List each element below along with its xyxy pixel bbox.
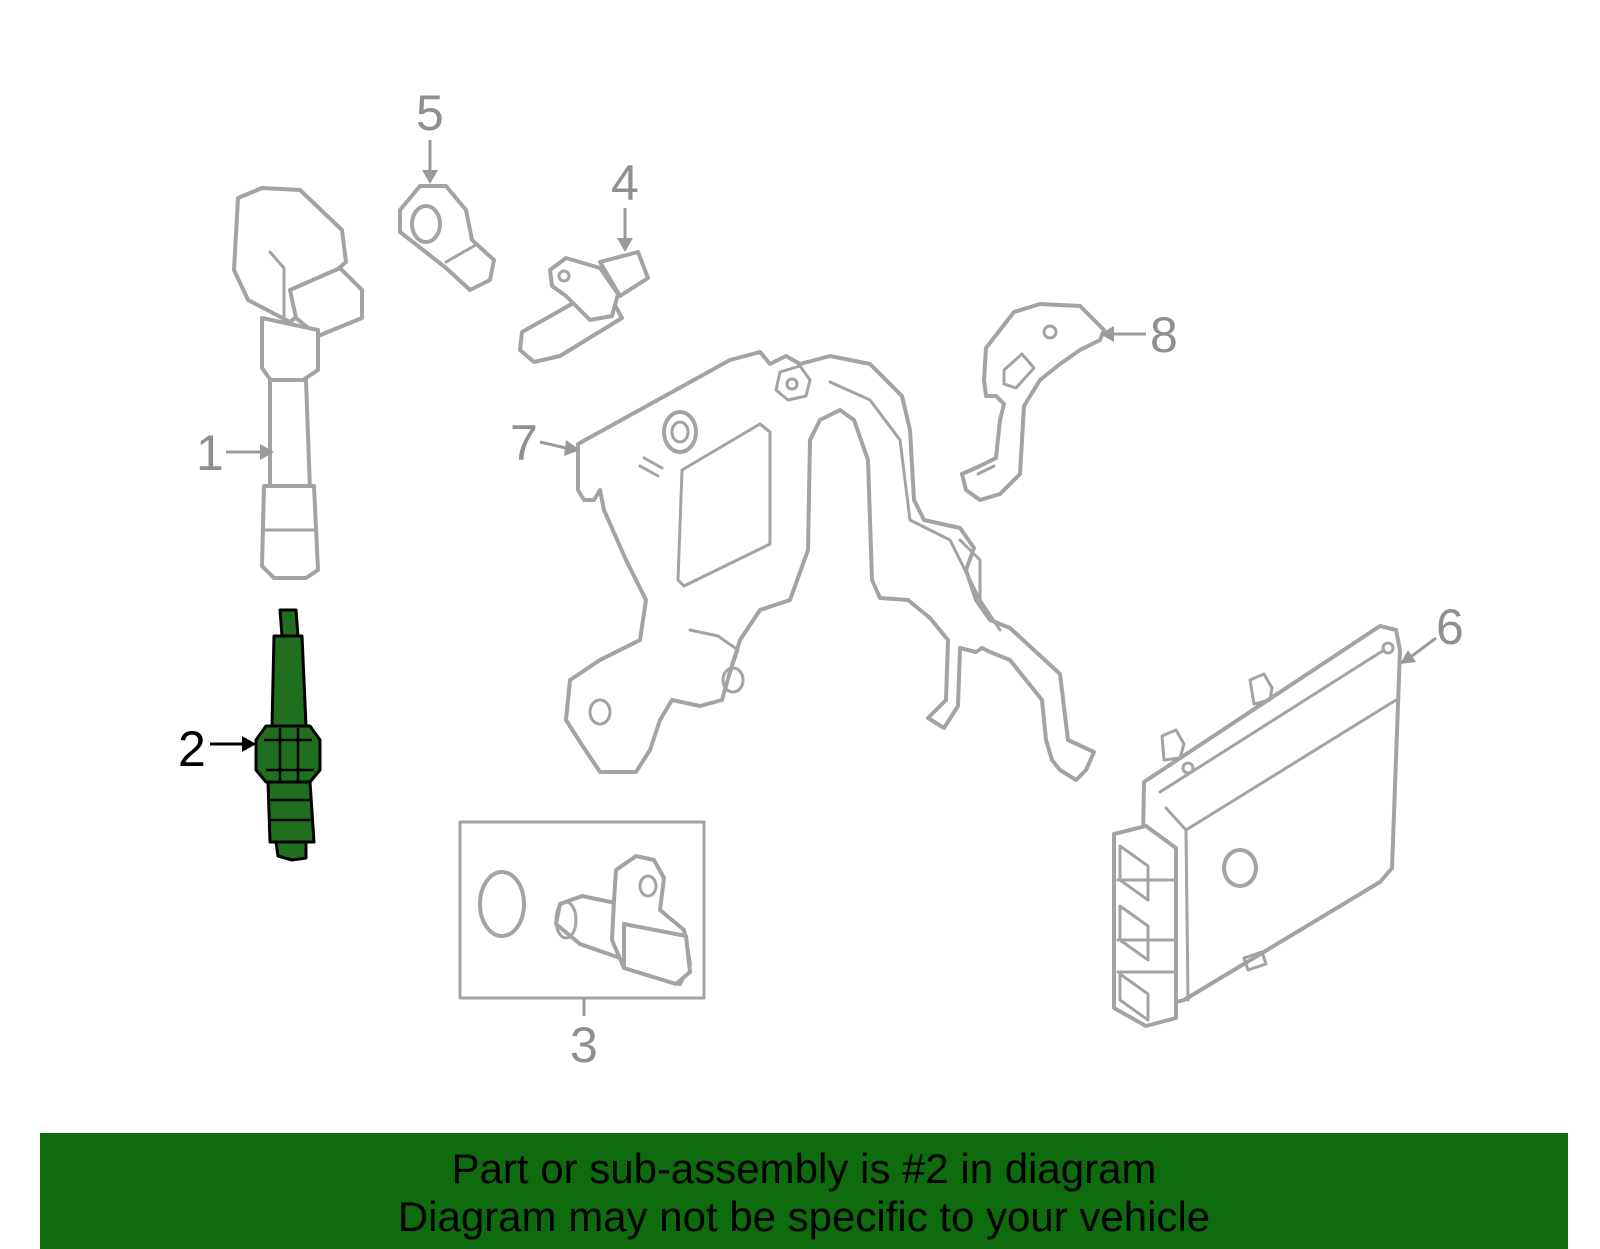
part-2-spark-plug[interactable]: [254, 608, 322, 862]
callout-2: 2: [178, 721, 256, 777]
banner-line-1: Part or sub-assembly is #2 in diagram: [451, 1145, 1157, 1192]
part-6-ecm[interactable]: [1112, 624, 1402, 1028]
callout-4: 4: [611, 155, 639, 252]
callout-1: 1: [196, 425, 274, 481]
callout-7: 7: [510, 415, 580, 471]
parts-diagram: 1 5 4 7 8 6 3 2: [178, 85, 1464, 1073]
info-banner: Part or sub-assembly is #2 in diagram Di…: [40, 1133, 1568, 1249]
callout-3: 3: [570, 998, 598, 1073]
banner-line-2: Diagram may not be specific to your vehi…: [397, 1193, 1211, 1240]
svg-text:7: 7: [510, 415, 538, 471]
part-1-ignition-coil[interactable]: [232, 186, 364, 580]
svg-text:3: 3: [570, 1017, 598, 1073]
part-4-crank-sensor[interactable]: [518, 250, 650, 364]
part-7-bracket[interactable]: [564, 350, 1096, 782]
callout-5: 5: [416, 85, 444, 184]
callout-6: 6: [1400, 599, 1464, 664]
svg-text:4: 4: [611, 155, 639, 211]
svg-text:6: 6: [1436, 599, 1464, 655]
svg-text:8: 8: [1150, 307, 1178, 363]
part-8-bracket[interactable]: [960, 302, 1106, 502]
svg-text:2: 2: [178, 721, 206, 777]
svg-text:1: 1: [196, 425, 224, 481]
part-3-cam-sensor-kit[interactable]: [458, 820, 706, 1000]
callout-8: 8: [1100, 307, 1178, 363]
svg-text:5: 5: [416, 85, 444, 141]
part-5-knock-sensor[interactable]: [398, 184, 496, 292]
